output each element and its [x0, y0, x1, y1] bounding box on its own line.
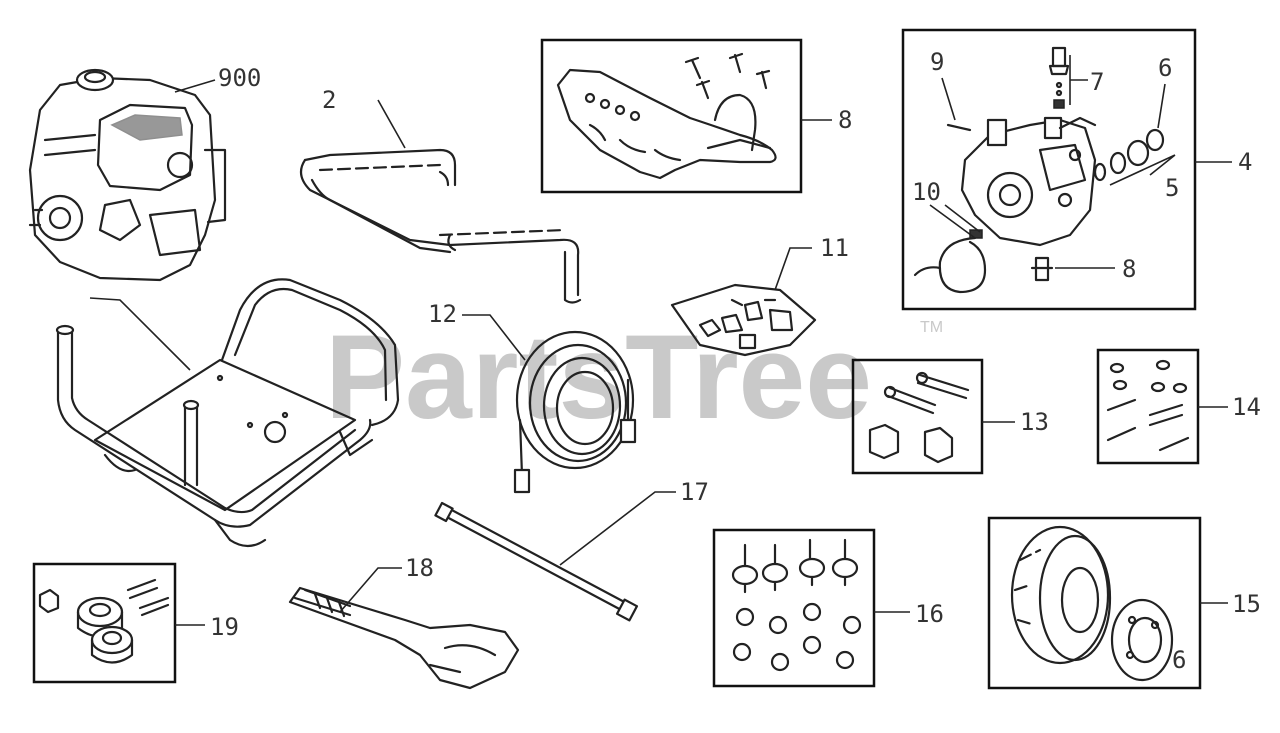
wheel-marking: 6: [1172, 646, 1186, 674]
bearing-set-19: [38, 578, 170, 664]
callout-17: 17: [680, 478, 709, 506]
kit-box-14[interactable]: [1096, 348, 1200, 465]
callout-18: 18: [405, 554, 434, 582]
callout-14: 14: [1232, 393, 1261, 421]
callout-15: 15: [1232, 590, 1261, 618]
callout-16: 16: [915, 600, 944, 628]
kit-box-19[interactable]: [32, 562, 177, 684]
callout-12: 12: [428, 300, 457, 328]
fitting-8-part: [1030, 256, 1054, 282]
handle-bracket-part: [556, 68, 777, 180]
screw-set-part: [684, 52, 771, 100]
callout-8b: 8: [1122, 255, 1136, 283]
parts-bag-11[interactable]: [670, 283, 817, 357]
spray-gun-18[interactable]: [288, 586, 520, 690]
mount-set-16: [731, 538, 859, 594]
callout-5: 5: [1165, 174, 1179, 202]
spray-wand-17[interactable]: [434, 501, 639, 622]
valve-stack-part: [1048, 46, 1070, 109]
hose-10-part: [913, 229, 987, 294]
high-pressure-hose-12[interactable]: [513, 330, 637, 494]
handle-part[interactable]: [299, 148, 582, 304]
pump-part: [960, 116, 1097, 247]
engine-part[interactable]: [28, 68, 227, 282]
callout-900: 900: [218, 64, 261, 92]
callout-8: 8: [838, 106, 852, 134]
frame-part[interactable]: [55, 278, 400, 548]
callout-6: 6: [1158, 54, 1172, 82]
callout-11: 11: [820, 234, 849, 262]
kit-box-4[interactable]: [901, 28, 1197, 311]
pin-9-part: [946, 123, 972, 132]
fitting-set-part: [1093, 128, 1165, 182]
callout-2: 2: [322, 86, 336, 114]
callout-4: 4: [1238, 148, 1252, 176]
kit-box-16[interactable]: [712, 528, 876, 688]
wheel-part: [1010, 525, 1112, 665]
kit-box-8[interactable]: [540, 38, 803, 194]
callout-19: 19: [210, 613, 239, 641]
callout-9: 9: [930, 48, 944, 76]
callout-7: 7: [1090, 68, 1104, 96]
hubcap-part: [1110, 598, 1174, 682]
bolt-set-13: [868, 371, 970, 464]
callout-13: 13: [1020, 408, 1049, 436]
hardware-set-14: [1106, 359, 1190, 452]
kit-box-13[interactable]: [851, 358, 984, 475]
nut-set-16: [732, 602, 862, 672]
trademark-symbol: TM: [920, 319, 943, 336]
callout-10: 10: [912, 178, 941, 206]
